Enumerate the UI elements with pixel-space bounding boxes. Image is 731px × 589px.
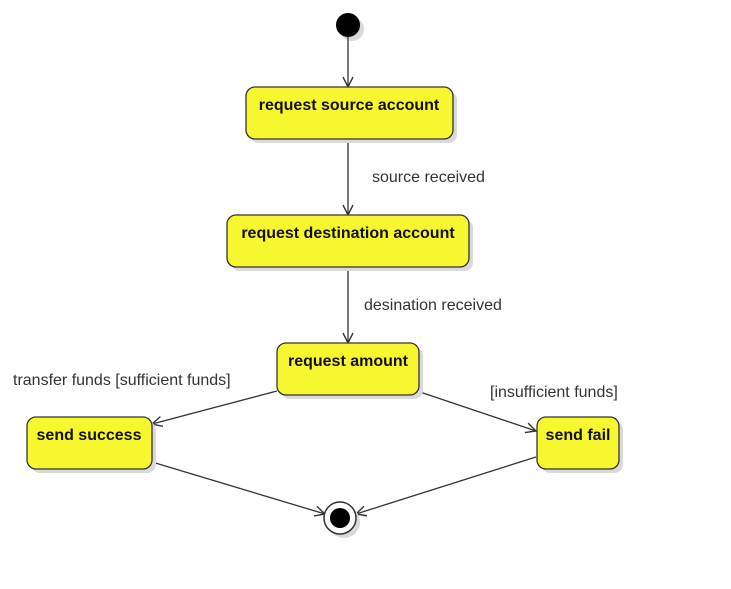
state-label: send fail bbox=[546, 427, 611, 444]
transition-success-to-final bbox=[151, 461, 325, 514]
state-label: request amount bbox=[288, 353, 409, 370]
transition-amount-to-success bbox=[152, 390, 278, 424]
state-request-destination-account: request destination account bbox=[226, 214, 473, 271]
final-node bbox=[323, 501, 360, 538]
label-source-received: source received bbox=[372, 169, 485, 186]
transition-fail-to-final bbox=[356, 456, 537, 514]
state-label: send success bbox=[37, 427, 142, 444]
state-request-source-account: request source account bbox=[245, 86, 457, 143]
state-send-fail: send fail bbox=[536, 416, 623, 473]
transition-amount-to-fail bbox=[419, 391, 536, 431]
state-label: request source account bbox=[259, 97, 440, 114]
initial-node bbox=[336, 13, 364, 41]
state-request-amount: request amount bbox=[276, 342, 423, 399]
label-destination-received: desination received bbox=[364, 297, 502, 314]
label-sufficient-funds: transfer funds [sufficient funds] bbox=[13, 372, 231, 389]
label-insufficient-funds: [insufficient funds] bbox=[490, 384, 618, 401]
state-send-success: send success bbox=[26, 416, 156, 473]
state-label: request destination account bbox=[241, 225, 455, 242]
